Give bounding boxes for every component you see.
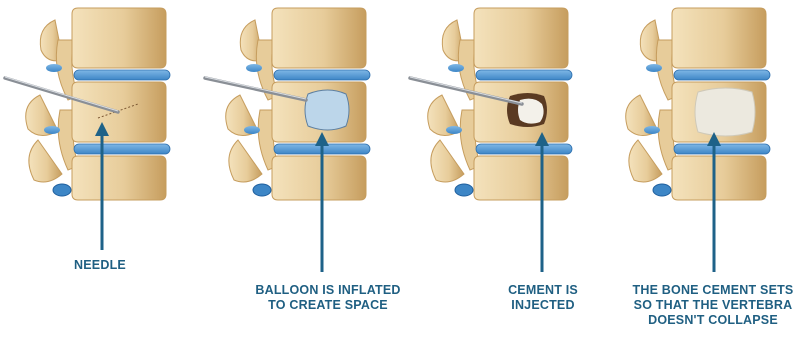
- facet-disc: [244, 126, 260, 134]
- vertebra-illustration-4: [626, 8, 770, 272]
- vertebra-illustration-3: [410, 8, 572, 272]
- label-line: TO CREATE SPACE: [238, 298, 418, 313]
- spinous-process: [29, 140, 62, 182]
- label-line: DOESN'T COLLAPSE: [618, 313, 808, 328]
- vertebral-body-upper: [272, 8, 366, 68]
- intervertebral-disc: [476, 70, 572, 80]
- intervertebral-disc: [74, 144, 170, 154]
- label-line: BALLOON IS INFLATED: [238, 283, 418, 298]
- vertebra-illustration-2: [205, 8, 370, 272]
- facet-disc: [46, 64, 62, 72]
- spinous-process: [431, 140, 464, 182]
- spinous-process: [229, 140, 262, 182]
- label-line: THE BONE CEMENT SETS: [618, 283, 808, 298]
- set-bone-cement: [695, 88, 755, 136]
- intervertebral-disc: [674, 144, 770, 154]
- intervertebral-disc: [274, 70, 370, 80]
- intervertebral-disc: [74, 70, 170, 80]
- vertebral-body-lower: [474, 156, 568, 200]
- vertebral-body-lower: [672, 156, 766, 200]
- facet-disc: [446, 126, 462, 134]
- label-balloon-inflated: BALLOON IS INFLATED TO CREATE SPACE: [238, 283, 418, 313]
- vertebral-body-upper: [474, 8, 568, 68]
- facet-disc: [646, 64, 662, 72]
- facet-disc: [44, 126, 60, 134]
- spinous-process: [629, 140, 662, 182]
- vertebral-body-lower: [72, 156, 166, 200]
- vertebral-body-lower: [272, 156, 366, 200]
- label-line: INJECTED: [488, 298, 598, 313]
- label-needle: NEEDLE: [55, 258, 145, 273]
- label-line: SO THAT THE VERTEBRA: [618, 298, 808, 313]
- intervertebral-disc: [674, 70, 770, 80]
- inflated-balloon: [305, 90, 349, 130]
- facet-disc: [448, 64, 464, 72]
- intervertebral-disc: [476, 144, 572, 154]
- vertebral-body-upper: [672, 8, 766, 68]
- label-line: NEEDLE: [55, 258, 145, 273]
- nerve-foramen: [455, 184, 473, 196]
- facet-disc: [246, 64, 262, 72]
- facet-disc: [644, 126, 660, 134]
- label-cement-sets: THE BONE CEMENT SETS SO THAT THE VERTEBR…: [618, 283, 808, 328]
- nerve-foramen: [53, 184, 71, 196]
- label-cement-injected: CEMENT IS INJECTED: [488, 283, 598, 313]
- nerve-foramen: [653, 184, 671, 196]
- vertebral-body-upper: [72, 8, 166, 68]
- label-line: CEMENT IS: [488, 283, 598, 298]
- nerve-foramen: [253, 184, 271, 196]
- vertebra-illustration-1: [5, 8, 170, 250]
